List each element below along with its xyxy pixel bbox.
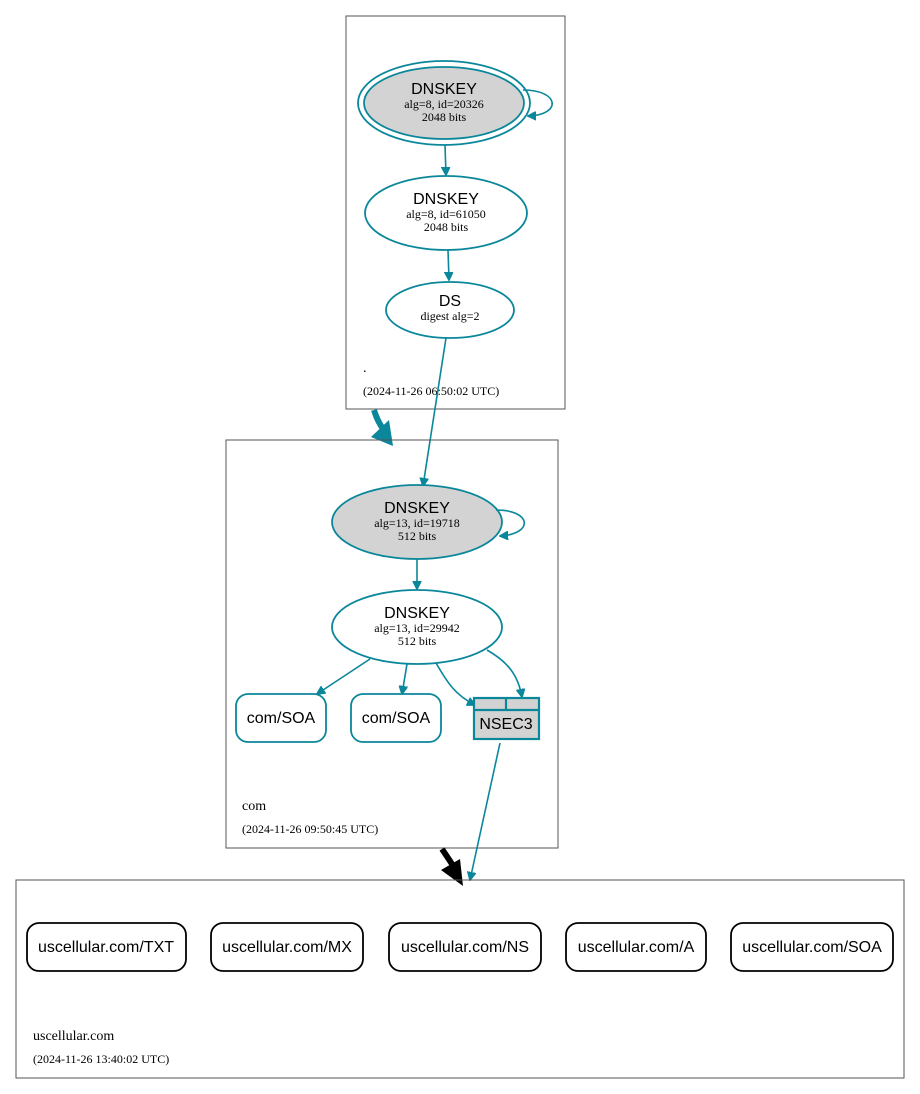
com-to-uscellular-delegation-head	[441, 859, 463, 886]
uscellular-a-node[interactable]: uscellular.com/A	[565, 922, 707, 972]
zone-root-name: .	[363, 361, 367, 376]
com-zsk-to-nsec3-edge-a	[435, 662, 475, 705]
zone-uscellular-timestamp: (2024-11-26 13:40:02 UTC)	[33, 1052, 169, 1066]
zone-root-box	[345, 15, 566, 410]
root-zsk-bits: 2048 bits	[424, 220, 469, 234]
com-zsk-to-nsec3-edge-b	[486, 649, 522, 697]
com-zsk-to-soa2-edge	[402, 663, 408, 694]
uscellular-a-label: uscellular.com/A	[578, 939, 695, 956]
root-ksk-node[interactable]: DNSKEY alg=8, id=20326 2048 bits	[357, 60, 531, 146]
uscellular-soa-label: uscellular.com/SOA	[742, 939, 882, 956]
root-zsk-to-ds-edge	[448, 249, 449, 280]
root-ksk-bits: 2048 bits	[422, 110, 467, 124]
root-ds-node[interactable]: DS digest alg=2	[385, 281, 515, 339]
com-ksk-bits: 512 bits	[398, 529, 437, 543]
com-zsk-title: DNSKEY	[384, 605, 450, 622]
zone-root-timestamp: (2024-11-26 06:50:02 UTC)	[363, 384, 499, 398]
com-ksk-alg: alg=13, id=19718	[374, 516, 460, 530]
uscellular-mx-label: uscellular.com/MX	[222, 939, 352, 956]
com-soa-label-2: com/SOA	[362, 710, 431, 727]
uscellular-ns-node[interactable]: uscellular.com/NS	[388, 922, 542, 972]
root-zsk-title: DNSKEY	[413, 191, 479, 208]
root-ksk-title: DNSKEY	[411, 81, 477, 98]
root-ksk-alg: alg=8, id=20326	[404, 97, 484, 111]
zone-com-name: com	[242, 799, 266, 814]
com-soa-node-2[interactable]: com/SOA	[350, 693, 442, 743]
root-ds-title: DS	[439, 293, 461, 310]
zone-uscellular: uscellular.com/TXT uscellular.com/MX usc…	[15, 879, 905, 1079]
com-soa-node-1[interactable]: com/SOA	[235, 693, 327, 743]
com-ksk-self-edge	[495, 509, 526, 536]
com-soa-label-1: com/SOA	[247, 710, 316, 727]
com-nsec3-node[interactable]: NSEC3	[472, 696, 541, 741]
com-to-uscellular-delegation	[439, 847, 455, 866]
com-zsk-alg: alg=13, id=29942	[374, 621, 460, 635]
nsec3-to-uscellular-edge	[470, 742, 501, 880]
com-zsk-node[interactable]: DNSKEY alg=13, id=29942 512 bits	[331, 589, 503, 665]
com-nsec3-label: NSEC3	[479, 716, 532, 733]
com-zsk-bits: 512 bits	[398, 634, 437, 648]
com-ksk-node[interactable]: DNSKEY alg=13, id=19718 512 bits	[331, 484, 503, 560]
zone-com: DNSKEY alg=13, id=19718 512 bits DNSKEY …	[225, 439, 559, 849]
ds-to-com-ksk-edge	[423, 337, 447, 486]
zone-root: DNSKEY alg=8, id=20326 2048 bits DNSKEY …	[345, 15, 566, 410]
zone-com-timestamp: (2024-11-26 09:50:45 UTC)	[242, 822, 378, 836]
root-ksk-self-edge	[522, 89, 553, 116]
uscellular-soa-node[interactable]: uscellular.com/SOA	[730, 922, 894, 972]
uscellular-ns-label: uscellular.com/NS	[401, 939, 529, 956]
root-zsk-alg: alg=8, id=61050	[406, 207, 486, 221]
root-ksk-to-zsk-edge	[445, 144, 446, 175]
zone-uscellular-box	[15, 879, 905, 1079]
zone-com-box	[225, 439, 559, 849]
uscellular-txt-node[interactable]: uscellular.com/TXT	[26, 922, 187, 972]
root-ds-digest: digest alg=2	[420, 309, 479, 323]
root-zsk-node[interactable]: DNSKEY alg=8, id=61050 2048 bits	[364, 175, 528, 251]
zone-uscellular-name: uscellular.com	[33, 1029, 114, 1044]
com-zsk-to-soa1-edge	[317, 658, 371, 694]
com-ksk-title: DNSKEY	[384, 500, 450, 517]
uscellular-txt-label: uscellular.com/TXT	[38, 939, 174, 956]
uscellular-mx-node[interactable]: uscellular.com/MX	[210, 922, 364, 972]
